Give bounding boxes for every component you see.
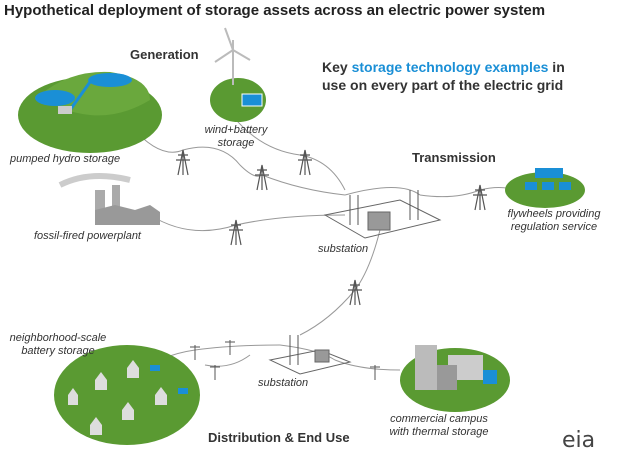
substation-bottom-illustration [268,335,352,375]
key-statement: Key storage technology examples in use o… [322,58,565,94]
key-line2: use on every part of the electric grid [322,77,564,93]
eia-logo: eia [562,428,596,453]
section-distribution: Distribution & End Use [208,430,350,445]
label-fossil: fossil-fired powerplant [34,230,141,242]
neighborhood-illustration [54,345,200,445]
label-commercial-line2: with thermal storage [389,426,489,438]
section-generation: Generation [130,47,199,62]
label-pumped-hydro: pumped hydro storage [10,153,121,165]
key-highlight: storage technology examples [351,59,549,75]
label-flywheels-line1: flywheels providing [507,208,601,220]
key-suffix: in [548,59,565,75]
label-wind-battery-line2: storage [217,137,255,149]
label-neighborhood-line1: neighborhood-scale [9,332,107,344]
distribution-poles [190,340,380,380]
label-substation-bottom: substation [258,377,309,389]
label-neighborhood-line2: battery storage [21,345,95,357]
label-commercial-line1: commercial campus [390,413,488,425]
label-commercial: commercial campus with thermal storage [382,413,496,439]
pumped-hydro-illustration [18,71,162,153]
label-flywheels: flywheels providing regulation service [500,208,608,234]
substation-top-illustration [323,190,442,239]
key-prefix: Key [322,59,352,75]
label-neighborhood: neighborhood-scale battery storage [6,332,110,358]
fossil-plant-illustration [58,173,160,225]
label-wind-battery: wind+battery storage [186,124,286,150]
commercial-campus-illustration [400,345,510,412]
diagram-title: Hypothetical deployment of storage asset… [4,2,546,19]
wind-battery-illustration [210,27,266,122]
transmission-towers [176,149,487,306]
label-substation-top: substation [318,243,369,255]
label-flywheels-line2: regulation service [510,221,598,233]
section-transmission: Transmission [412,150,496,165]
flywheels-illustration [505,168,585,208]
label-wind-battery-line1: wind+battery [204,124,268,136]
